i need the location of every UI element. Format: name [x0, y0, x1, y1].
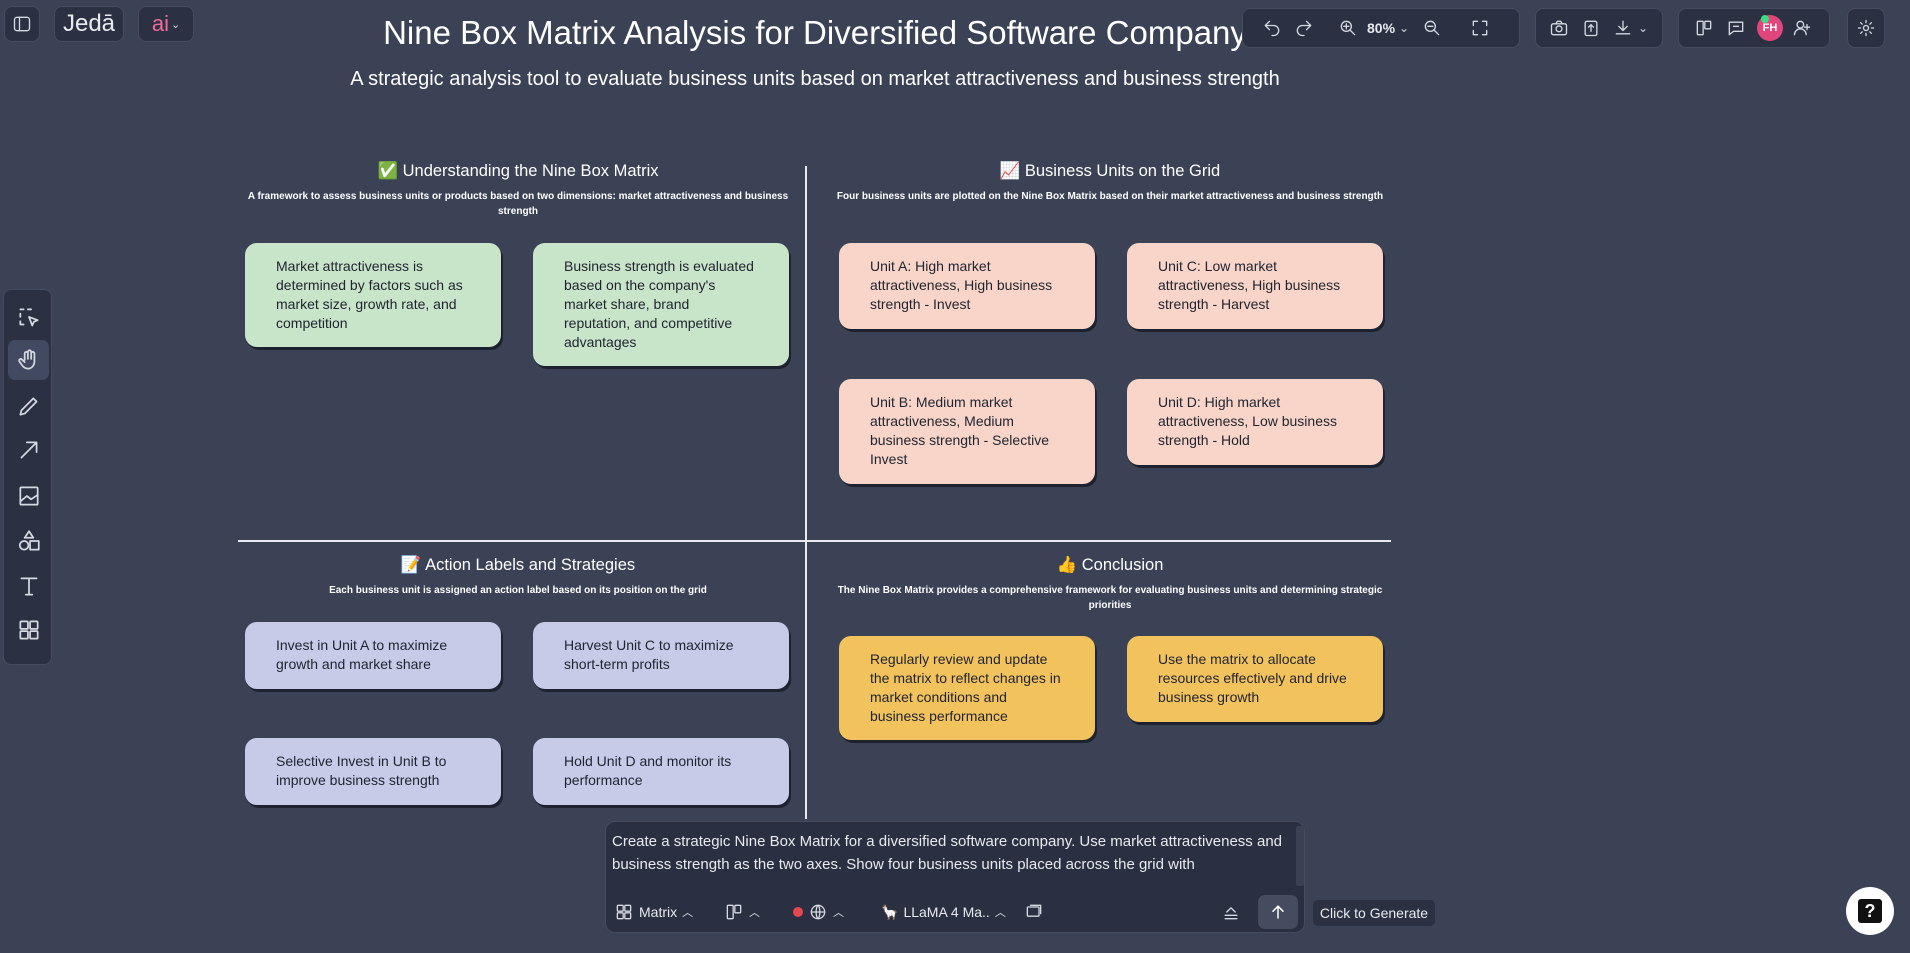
prompt-scrollbar[interactable] [1296, 826, 1304, 886]
online-status-dot [1761, 15, 1769, 23]
help-icon: ? [1858, 899, 1882, 923]
logo-text: Jedā [62, 10, 116, 37]
pencil-icon [18, 397, 37, 416]
zoom-chevron-icon[interactable]: ⌄ [1399, 21, 1410, 35]
layout-panels-icon[interactable] [1689, 13, 1719, 43]
page-subtitle: A strategic analysis tool to evaluate bu… [350, 68, 1280, 90]
chevron-up-icon: ︿ [682, 907, 694, 919]
generate-tooltip: Click to Generate [1313, 900, 1435, 926]
chat-history-button[interactable] [1024, 896, 1044, 928]
quadrant-heading-understanding: ✅ Understanding the Nine Box Matrix [377, 162, 659, 180]
quadrant-description-understanding: A framework to assess business units or … [247, 191, 789, 217]
zoom-in-icon[interactable] [1333, 13, 1363, 43]
template-selector[interactable]: Matrix ︿ [614, 896, 693, 928]
card-business-strength[interactable]: Business strength is evaluated based on … [533, 243, 789, 366]
quadrant-heading-conclusion: 👍 Conclusion [1056, 556, 1164, 574]
image-tool[interactable] [8, 476, 49, 516]
vertical-divider [805, 166, 807, 819]
pencil-tool[interactable] [8, 386, 49, 426]
help-button[interactable]: ? [1846, 887, 1894, 935]
page-title: Nine Box Matrix Analysis for Diversified… [383, 14, 1247, 51]
quadrant-description-business-units: Four business units are plotted on the N… [836, 191, 1384, 202]
card-invest-unit-a[interactable]: Invest in Unit A to maximize growth and … [245, 622, 501, 689]
arrow-up-icon [1272, 905, 1284, 919]
collab-toolbar: FH [1678, 8, 1830, 48]
hand-tool[interactable] [8, 340, 49, 380]
hand-icon [17, 349, 35, 370]
matrix-grid-icon [616, 904, 632, 920]
chevron-up-icon: ︿ [994, 907, 1006, 919]
globe-icon [810, 904, 826, 920]
layout-icon [726, 904, 742, 920]
download-chevron-icon[interactable]: ⌄ [1638, 21, 1649, 35]
horizontal-divider [238, 540, 1391, 542]
text-icon [20, 577, 37, 596]
arrow-tool[interactable] [8, 430, 49, 470]
chat-icon [1026, 904, 1042, 917]
ai-label: ai [151, 11, 169, 36]
avatar[interactable]: FH [1757, 15, 1783, 41]
prompt-input[interactable]: Create a strategic Nine Box Matrix for a… [612, 833, 1282, 874]
select-area-icon [18, 308, 39, 327]
share-upload-icon[interactable] [1576, 13, 1606, 43]
export-toolbar: ⌄ [1535, 8, 1663, 48]
ai-prompt-panel: Create a strategic Nine Box Matrix for a… [605, 821, 1305, 933]
model-selector[interactable]: 🦙 LLaMA 4 Ma.. ︿ [881, 896, 1006, 928]
collapse-icon [1224, 907, 1238, 920]
shapes-icon [18, 530, 40, 551]
generate-button[interactable] [1258, 895, 1298, 929]
redo-icon[interactable] [1289, 13, 1319, 43]
comments-icon[interactable] [1721, 13, 1751, 43]
undo-icon[interactable] [1257, 13, 1287, 43]
card-unit-c[interactable]: Unit C: Low market attractiveness, High … [1127, 243, 1383, 329]
add-user-icon[interactable] [1787, 13, 1817, 43]
sidebar-panel-icon [7, 9, 37, 39]
web-search-toggle[interactable]: ︿ [793, 896, 844, 928]
card-review-matrix[interactable]: Regularly review and update the matrix t… [839, 636, 1095, 740]
card-selective-invest-unit-b[interactable]: Selective Invest in Unit B to improve bu… [245, 738, 501, 805]
quadrant-description-conclusion: The Nine Box Matrix provides a comprehen… [837, 585, 1383, 611]
gear-icon [1851, 13, 1881, 43]
zoom-out-icon[interactable] [1417, 13, 1447, 43]
shapes-tool[interactable] [8, 521, 49, 561]
history-zoom-toolbar: 80% ⌄ [1242, 8, 1520, 48]
jeda-logo[interactable]: Jedā [54, 6, 124, 42]
card-hold-unit-d[interactable]: Hold Unit D and monitor its performance [533, 738, 789, 805]
text-tool[interactable] [8, 566, 49, 606]
chevron-up-icon: ︿ [833, 907, 844, 919]
template-label: Matrix [639, 904, 678, 920]
ai-menu-button[interactable]: ai ⌄ [138, 6, 194, 42]
templates-tool[interactable] [8, 610, 49, 650]
arrow-icon [20, 441, 37, 459]
card-allocate-resources[interactable]: Use the matrix to allocate resources eff… [1127, 636, 1383, 722]
card-harvest-unit-c[interactable]: Harvest Unit C to maximize short-term pr… [533, 622, 789, 689]
sidebar-toggle-button[interactable] [4, 6, 40, 42]
grid-icon [18, 620, 39, 640]
camera-icon[interactable] [1544, 13, 1574, 43]
download-icon[interactable] [1608, 13, 1638, 43]
card-unit-b[interactable]: Unit B: Medium market attractiveness, Me… [839, 379, 1095, 484]
card-market-attractiveness[interactable]: Market attractiveness is determined by f… [245, 243, 501, 347]
layout-selector[interactable]: ︿ [724, 896, 760, 928]
settings-button[interactable] [1847, 8, 1885, 48]
model-label: LLaMA 4 Ma.. [903, 904, 990, 920]
quadrant-heading-business-units: 📈 Business Units on the Grid [999, 162, 1221, 180]
llama-icon: 🦙 [881, 903, 899, 920]
card-unit-a[interactable]: Unit A: High market attractiveness, High… [839, 243, 1095, 329]
tool-sidebar [3, 289, 52, 665]
chevron-up-icon: ︿ [749, 907, 760, 919]
card-unit-d[interactable]: Unit D: High market attractiveness, Low … [1127, 379, 1383, 465]
zoom-level[interactable]: 80% [1367, 20, 1396, 36]
select-tool[interactable] [8, 298, 49, 338]
quadrant-description-action-labels: Each business unit is assigned an action… [329, 585, 707, 596]
collapse-button[interactable] [1221, 896, 1241, 928]
record-dot-icon [793, 907, 803, 917]
chevron-down-icon: ⌄ [170, 18, 181, 31]
fit-screen-icon[interactable] [1465, 13, 1495, 43]
quadrant-heading-action-labels: 📝 Action Labels and Strategies [400, 556, 636, 574]
image-icon [18, 486, 39, 506]
